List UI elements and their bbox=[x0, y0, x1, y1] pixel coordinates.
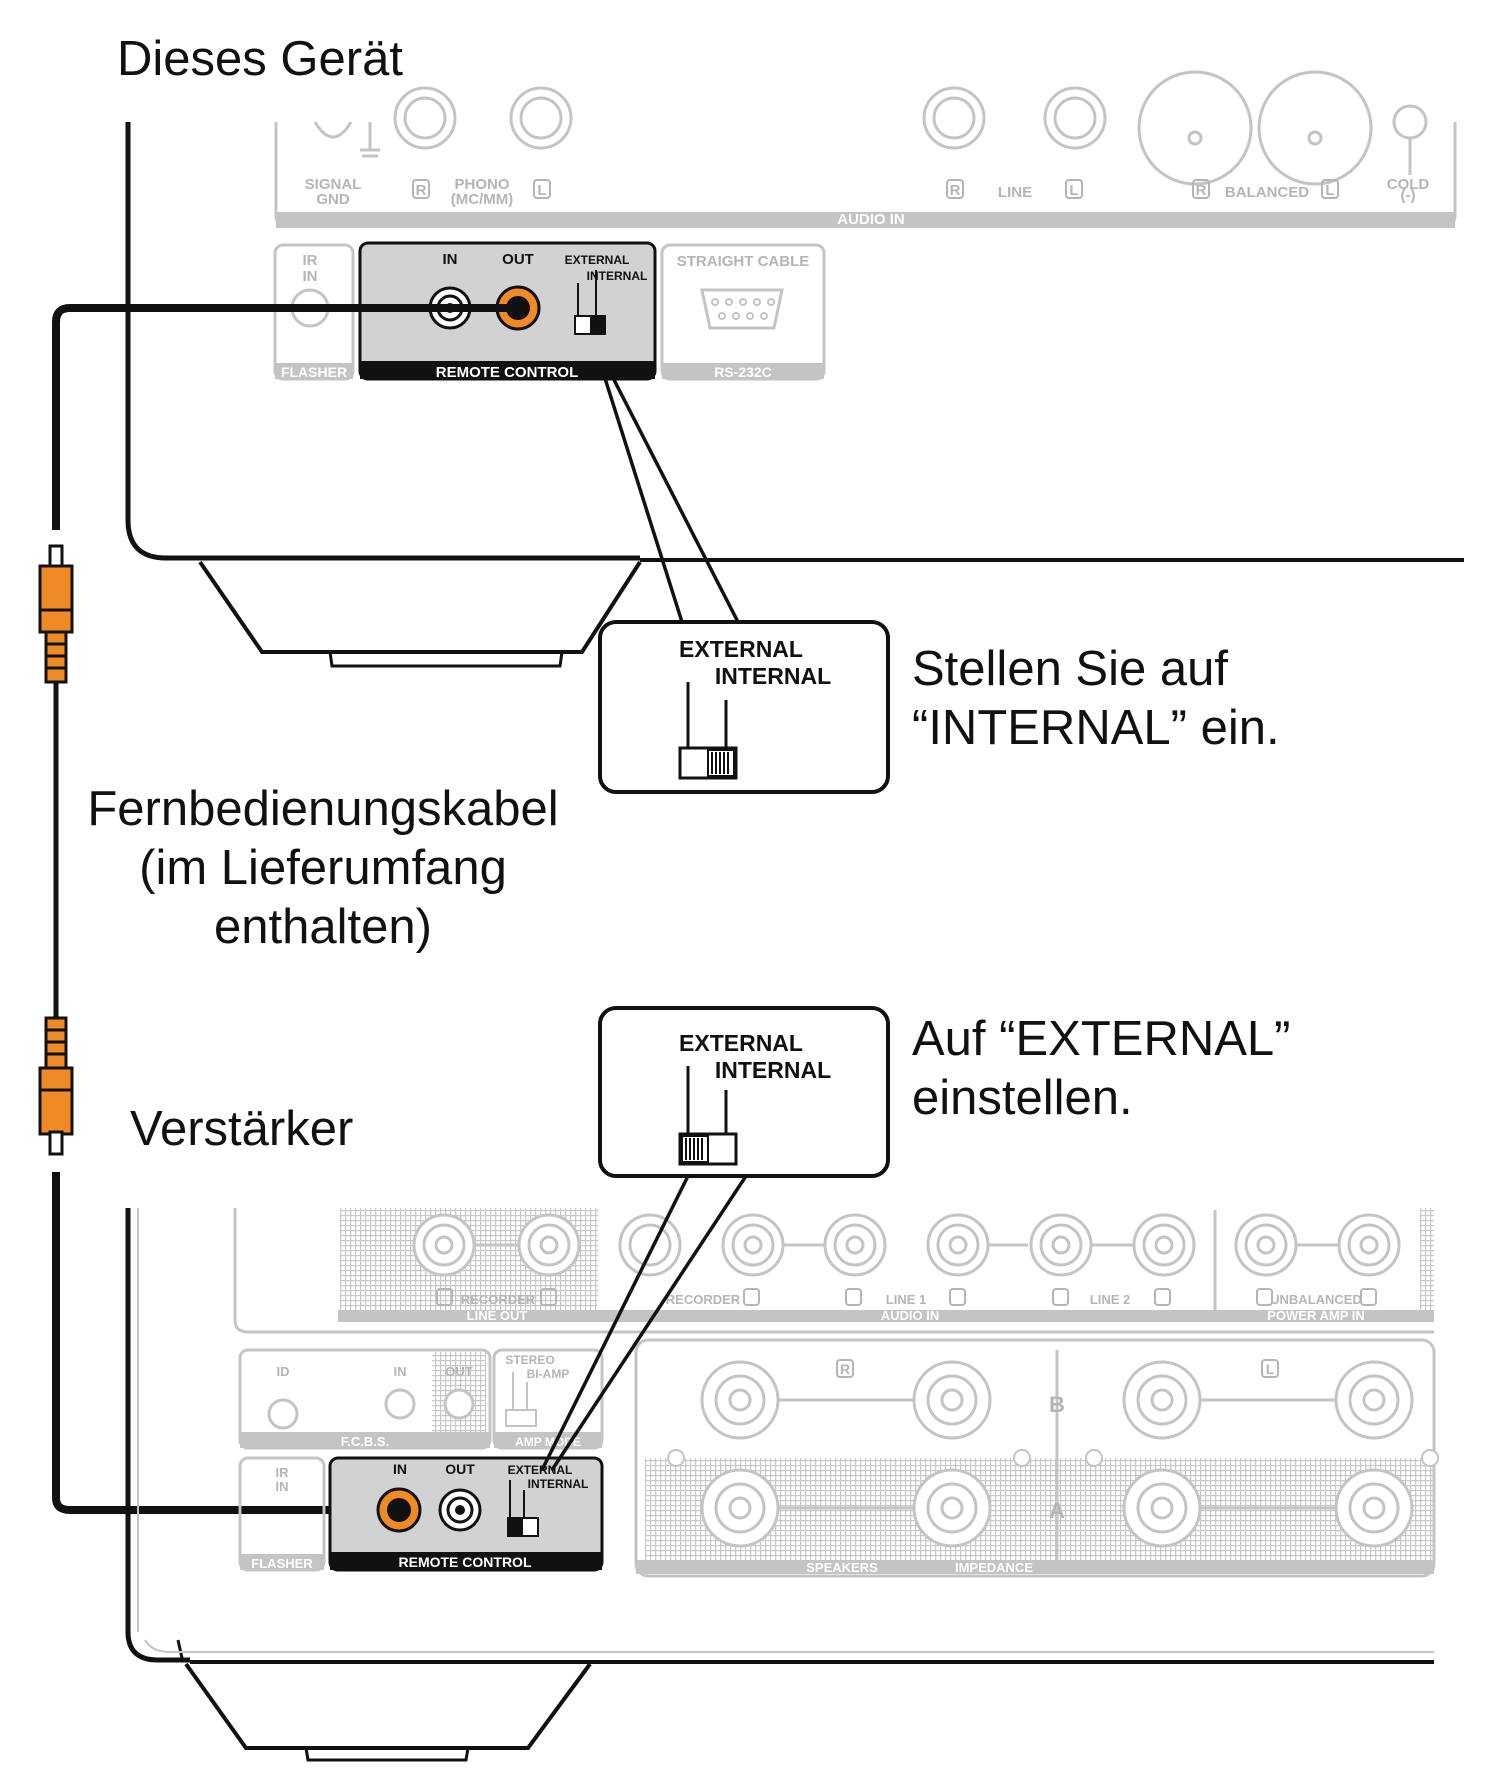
bottom-speaker-terminals: R L B A SPEAKERS IMPEDANCE bbox=[634, 1338, 1439, 1578]
top-out-jack-label: OUT bbox=[502, 251, 534, 268]
top-internal-small: INTERNAL bbox=[587, 269, 648, 283]
top-signal-gnd-2: GND bbox=[316, 191, 350, 208]
instruction-top: Stellen Sie auf “INTERNAL” ein. bbox=[912, 640, 1280, 758]
cable-plug-bottom bbox=[38, 1016, 74, 1156]
bottom-amp-mode-block: STEREO BI-AMP AMP MODE bbox=[492, 1348, 604, 1450]
bottom-stereo-label: STEREO bbox=[505, 1353, 554, 1367]
top-ir-in-block: IR IN FLASHER bbox=[273, 243, 355, 381]
bottom-fcbs-out-label: OUT bbox=[445, 1364, 473, 1379]
top-switch-callout: EXTERNAL INTERNAL bbox=[598, 620, 890, 794]
bottom-id-label: ID bbox=[277, 1364, 290, 1379]
top-remote-control-label: REMOTE CONTROL bbox=[436, 364, 579, 381]
cable-plug-top bbox=[38, 544, 74, 684]
top-rs232c-label: RS-232C bbox=[714, 364, 772, 380]
bottom-power-amp-in-label: POWER AMP IN bbox=[1267, 1308, 1365, 1323]
device-bottom-label: Verstärker bbox=[130, 1102, 354, 1156]
bottom-audio-in-label: AUDIO IN bbox=[881, 1308, 940, 1323]
bottom-recorder-2: RECORDER bbox=[666, 1292, 741, 1307]
bottom-flasher-label: FLASHER bbox=[251, 1556, 313, 1571]
bottom-impedance-label: IMPEDANCE bbox=[955, 1560, 1033, 1575]
top-l-label: L bbox=[537, 182, 546, 199]
cable-label-line2: (im Lieferumfang bbox=[139, 840, 507, 895]
bottom-fcbs-label: F.C.B.S. bbox=[341, 1434, 389, 1449]
top-flasher-label: FLASHER bbox=[281, 364, 347, 380]
bottom-bi-amp-label: BI-AMP bbox=[527, 1367, 570, 1381]
instruction-top-line2: “INTERNAL” ein. bbox=[912, 700, 1280, 755]
bottom-spk-r: R bbox=[840, 1361, 850, 1377]
remote-control-cable bbox=[38, 304, 518, 1514]
top-cold-2: (-) bbox=[1401, 187, 1416, 204]
cable-label-line3: enthalten) bbox=[214, 899, 432, 954]
instruction-bottom-line1: Auf “EXTERNAL” bbox=[912, 1012, 1291, 1066]
bottom-line-out-label: LINE OUT bbox=[467, 1308, 528, 1323]
device-top-label: Dieses Gerät bbox=[117, 32, 403, 86]
top-callout-external: EXTERNAL bbox=[679, 636, 803, 662]
top-bal-l: L bbox=[1325, 182, 1334, 199]
top-ir-label: IR bbox=[303, 252, 318, 269]
top-signal-gnd-1: SIGNAL bbox=[305, 176, 362, 193]
cable-label-line1: Fernbedienungskabel bbox=[87, 782, 559, 836]
bottom-remote-control-label: REMOTE CONTROL bbox=[399, 1554, 532, 1570]
top-r-label: R bbox=[416, 182, 427, 199]
top-cold-1: COLD bbox=[1387, 176, 1430, 193]
bottom-amp-mode-label: AMP MODE bbox=[515, 1435, 581, 1449]
bottom-remote-control-block: REMOTE CONTROL IN OUT EXTERNAL INTERNAL bbox=[328, 1456, 604, 1572]
top-line-r: R bbox=[950, 182, 961, 199]
top-device: SIGNAL GND R PHONO (MC/MM) L R LINE L R … bbox=[125, 70, 1464, 668]
bottom-line2-label: LINE 2 bbox=[1090, 1292, 1130, 1307]
bottom-speakers-label: SPEAKERS bbox=[806, 1560, 878, 1575]
bottom-switch-callout: EXTERNAL INTERNAL bbox=[598, 1006, 890, 1178]
bottom-spk-b: B bbox=[1049, 1392, 1065, 1417]
top-audio-in-panel bbox=[274, 70, 1457, 228]
instruction-bottom: Auf “EXTERNAL” einstellen. bbox=[912, 1010, 1290, 1128]
bottom-audio-jacks bbox=[412, 1213, 1401, 1277]
bottom-in-label: IN bbox=[276, 1479, 289, 1494]
bottom-fcbs-in-label: IN bbox=[394, 1364, 407, 1379]
cable-description: Fernbedienungskabel (im Lieferumfang ent… bbox=[60, 780, 586, 956]
top-external-small: EXTERNAL bbox=[565, 253, 630, 267]
bottom-recorder-1: RECORDER bbox=[461, 1292, 536, 1307]
bottom-in-jack-label: IN bbox=[393, 1461, 407, 1477]
top-callout-internal: INTERNAL bbox=[715, 663, 831, 689]
top-line-label: LINE bbox=[998, 184, 1032, 201]
top-phono-2: (MC/MM) bbox=[451, 191, 513, 208]
bottom-unbalanced-label: UNBALANCED bbox=[1270, 1292, 1362, 1307]
bottom-spk-l: L bbox=[1266, 1361, 1275, 1377]
bottom-audio-labels: RECORDER RECORDER LINE 1 LINE 2 UNBALANC… bbox=[436, 1288, 1377, 1323]
instruction-bottom-line2: einstellen. bbox=[912, 1070, 1133, 1125]
bottom-ir-in-block: IR IN FLASHER bbox=[238, 1456, 326, 1572]
bottom-internal-small: INTERNAL bbox=[528, 1477, 589, 1491]
bottom-fcbs-block: ID IN OUT F.C.B.S. bbox=[238, 1348, 492, 1450]
top-audio-in-labels: SIGNAL GND R PHONO (MC/MM) L R LINE L R … bbox=[305, 176, 1430, 228]
bottom-callout-internal: INTERNAL bbox=[715, 1057, 831, 1083]
top-audio-in-label: AUDIO IN bbox=[837, 211, 905, 228]
bottom-ir-label: IR bbox=[276, 1465, 290, 1480]
top-rs232c-block: STRAIGHT CABLE RS-232C bbox=[660, 243, 826, 381]
top-phono-1: PHONO bbox=[454, 176, 509, 193]
top-in-label: IN bbox=[303, 268, 318, 285]
bottom-callout-external: EXTERNAL bbox=[679, 1030, 803, 1056]
top-straight-cable-label: STRAIGHT CABLE bbox=[677, 253, 810, 270]
bottom-spk-a: A bbox=[1049, 1498, 1065, 1523]
top-bal-r: R bbox=[1196, 182, 1207, 199]
instruction-top-line1: Stellen Sie auf bbox=[912, 642, 1228, 696]
top-line-l: L bbox=[1069, 182, 1078, 199]
top-balanced-label: BALANCED bbox=[1225, 184, 1309, 201]
bottom-line1-label: LINE 1 bbox=[886, 1292, 926, 1307]
bottom-out-jack-label: OUT bbox=[445, 1461, 475, 1477]
bottom-external-small: EXTERNAL bbox=[508, 1463, 573, 1477]
top-in-jack-label: IN bbox=[443, 251, 458, 268]
bottom-device: RECORDER RECORDER LINE 1 LINE 2 UNBALANC… bbox=[125, 1175, 1439, 1762]
